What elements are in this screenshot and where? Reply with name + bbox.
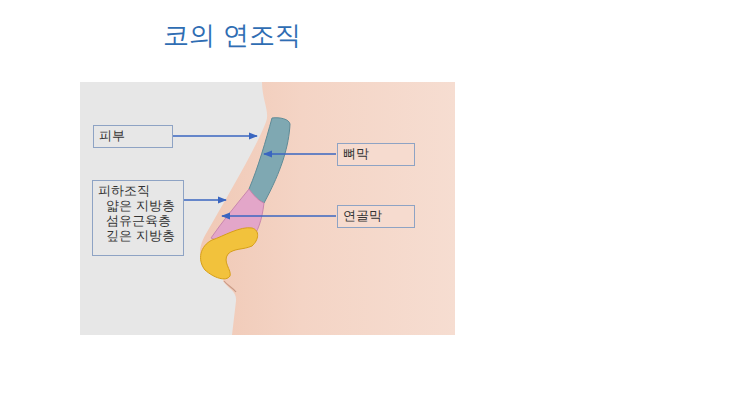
alar-cartilage — [201, 228, 258, 279]
leader-line — [264, 153, 336, 154]
leader-line — [173, 135, 257, 136]
tissue-name: 피부 — [99, 128, 167, 143]
leader-line — [222, 215, 336, 216]
layer-name: 깊은 지방층 — [98, 228, 178, 243]
layer-name: 얇은 지방층 — [98, 198, 178, 213]
tissue-name: 연골막 — [343, 208, 409, 223]
tissue-name: 뼈막 — [343, 146, 409, 161]
leader-line — [184, 199, 226, 200]
label-box: 연골막 — [337, 205, 415, 228]
label-box: 뼈막 — [337, 143, 415, 166]
diagram-title: 코의 연조직 — [163, 18, 301, 53]
label-box: 피하조직얇은 지방층섬유근육층깊은 지방층 — [92, 180, 184, 256]
tissue-name: 피하조직 — [98, 183, 178, 198]
background-panel — [80, 82, 455, 335]
nasal-bone-periosteum — [249, 118, 290, 203]
layer-name: 섬유근육층 — [98, 213, 178, 228]
label-box: 피부 — [93, 125, 173, 148]
face-profile — [200, 82, 455, 335]
nostril-shadow — [224, 281, 236, 292]
